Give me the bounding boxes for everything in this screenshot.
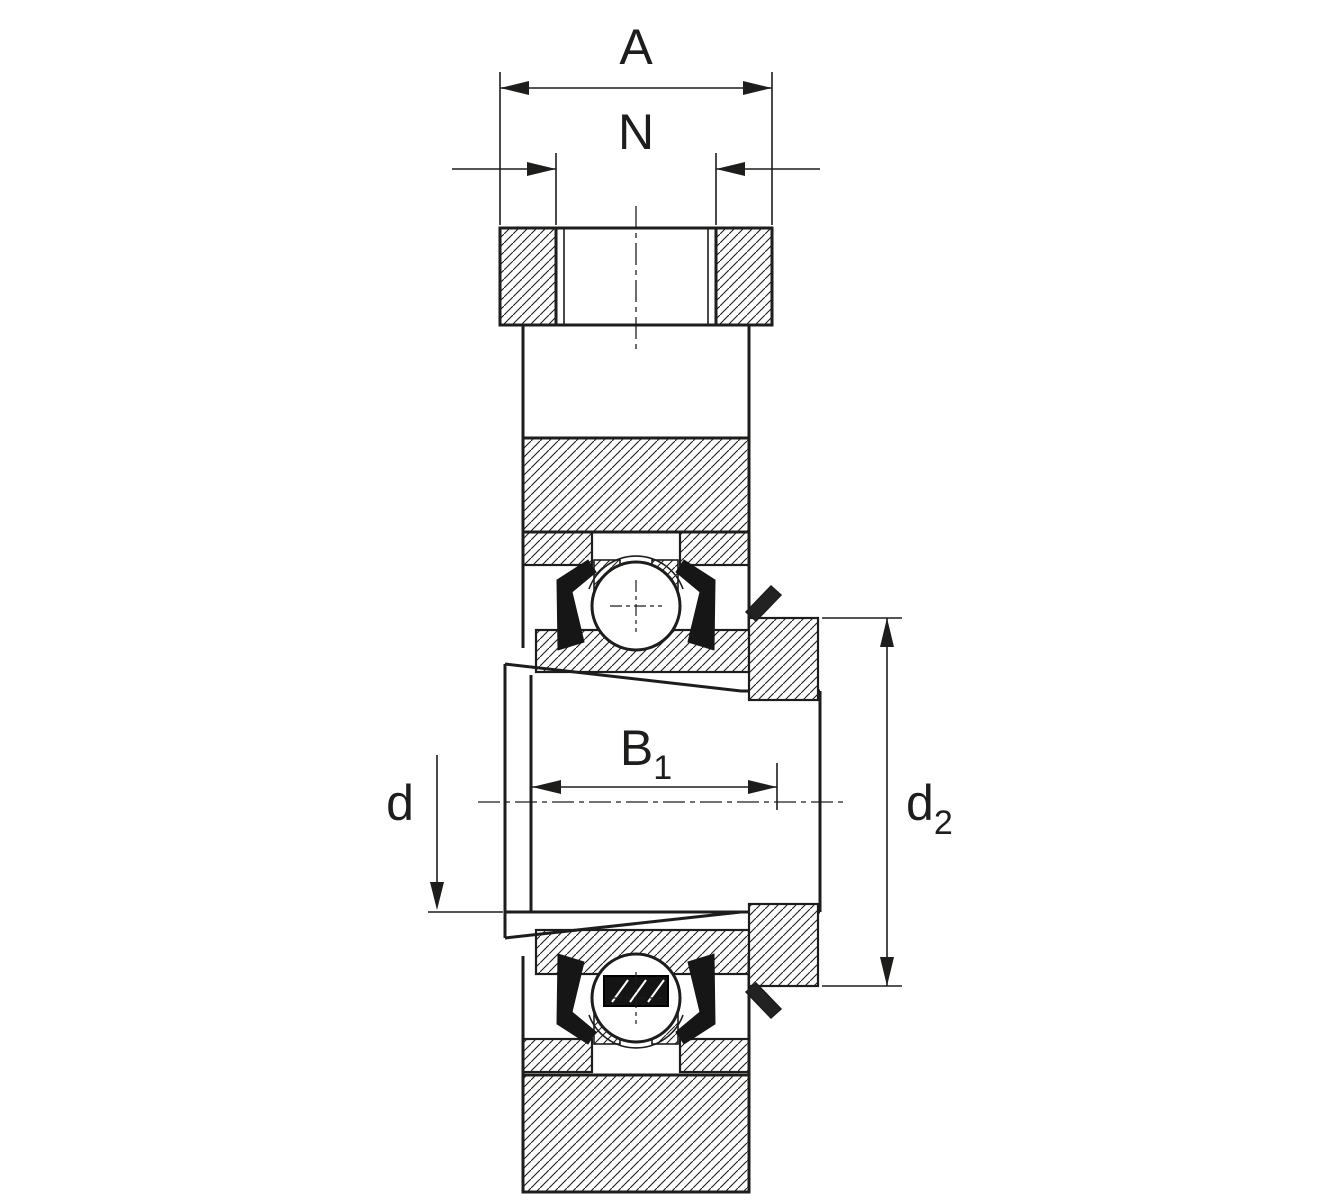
raceway-arc <box>588 555 684 590</box>
dimension-label-d: d <box>386 775 414 831</box>
outer-ring-section <box>680 1039 749 1072</box>
dimension-arrow <box>532 780 561 794</box>
raceway-arc <box>588 1014 684 1049</box>
outer-ring-section <box>523 1039 592 1072</box>
housing-lower-block <box>521 1073 751 1194</box>
label-text: d <box>906 775 934 831</box>
dimension-N: N <box>452 104 820 225</box>
hatch-region <box>749 904 818 986</box>
outline <box>521 1073 751 1194</box>
outer-ring-section <box>680 532 749 565</box>
shaft-and-sleeve <box>503 662 822 938</box>
seal-left <box>556 559 597 651</box>
dimension-arrow <box>430 882 444 910</box>
seal-right <box>675 953 716 1045</box>
outline <box>521 436 751 534</box>
hatch-region <box>500 228 556 325</box>
outline <box>521 530 594 567</box>
hatch-region <box>523 438 749 532</box>
locking-collar-lower <box>744 902 820 1020</box>
outline <box>678 530 751 567</box>
locking-collar-upper <box>744 584 820 702</box>
dimension-label-N: N <box>618 104 654 160</box>
threaded-bush <box>498 206 774 352</box>
dimension-arrow <box>743 81 772 95</box>
set-screw <box>744 981 783 1020</box>
dimension-A: A <box>499 19 773 225</box>
sleeve-taper-upper <box>504 662 742 693</box>
label-subscript: 1 <box>653 749 672 787</box>
label-text: A <box>619 19 653 75</box>
dimension-label-B1: B1 <box>620 720 672 787</box>
sleeve-taper-lower <box>504 910 742 940</box>
outline <box>521 1037 594 1074</box>
dimension-arrow <box>716 162 745 176</box>
label-text: N <box>618 104 654 160</box>
outline <box>747 616 820 702</box>
dimension-B1: B1 <box>532 720 778 810</box>
seal-right <box>675 559 716 651</box>
hatch-region <box>523 1075 749 1192</box>
outer-ring-section <box>523 532 592 565</box>
label-text: B <box>620 720 653 776</box>
dimension-d2: d2 <box>822 617 953 987</box>
dimension-label-A: A <box>619 19 653 75</box>
dimension-arrow <box>748 780 777 794</box>
shank-column <box>521 325 751 438</box>
outline <box>678 1037 751 1074</box>
dimension-arrow <box>527 162 556 176</box>
bearing-upper <box>521 530 751 674</box>
dimension-arrow <box>880 618 894 647</box>
seal-left <box>556 953 597 1045</box>
hatch-region <box>716 228 772 325</box>
outline <box>747 902 820 988</box>
housing-upper-block <box>521 436 751 534</box>
dimension-label-d2: d2 <box>906 775 953 842</box>
label-text: d <box>386 775 414 831</box>
dimension-d: d <box>386 755 503 913</box>
dimension-arrow <box>500 81 529 95</box>
screw-hatch-line <box>629 979 647 1003</box>
dimension-arrow <box>880 957 894 986</box>
hatch-region <box>749 618 818 700</box>
set-screw <box>744 584 783 623</box>
bearing-lower <box>504 910 751 1192</box>
label-subscript: 2 <box>934 804 953 842</box>
